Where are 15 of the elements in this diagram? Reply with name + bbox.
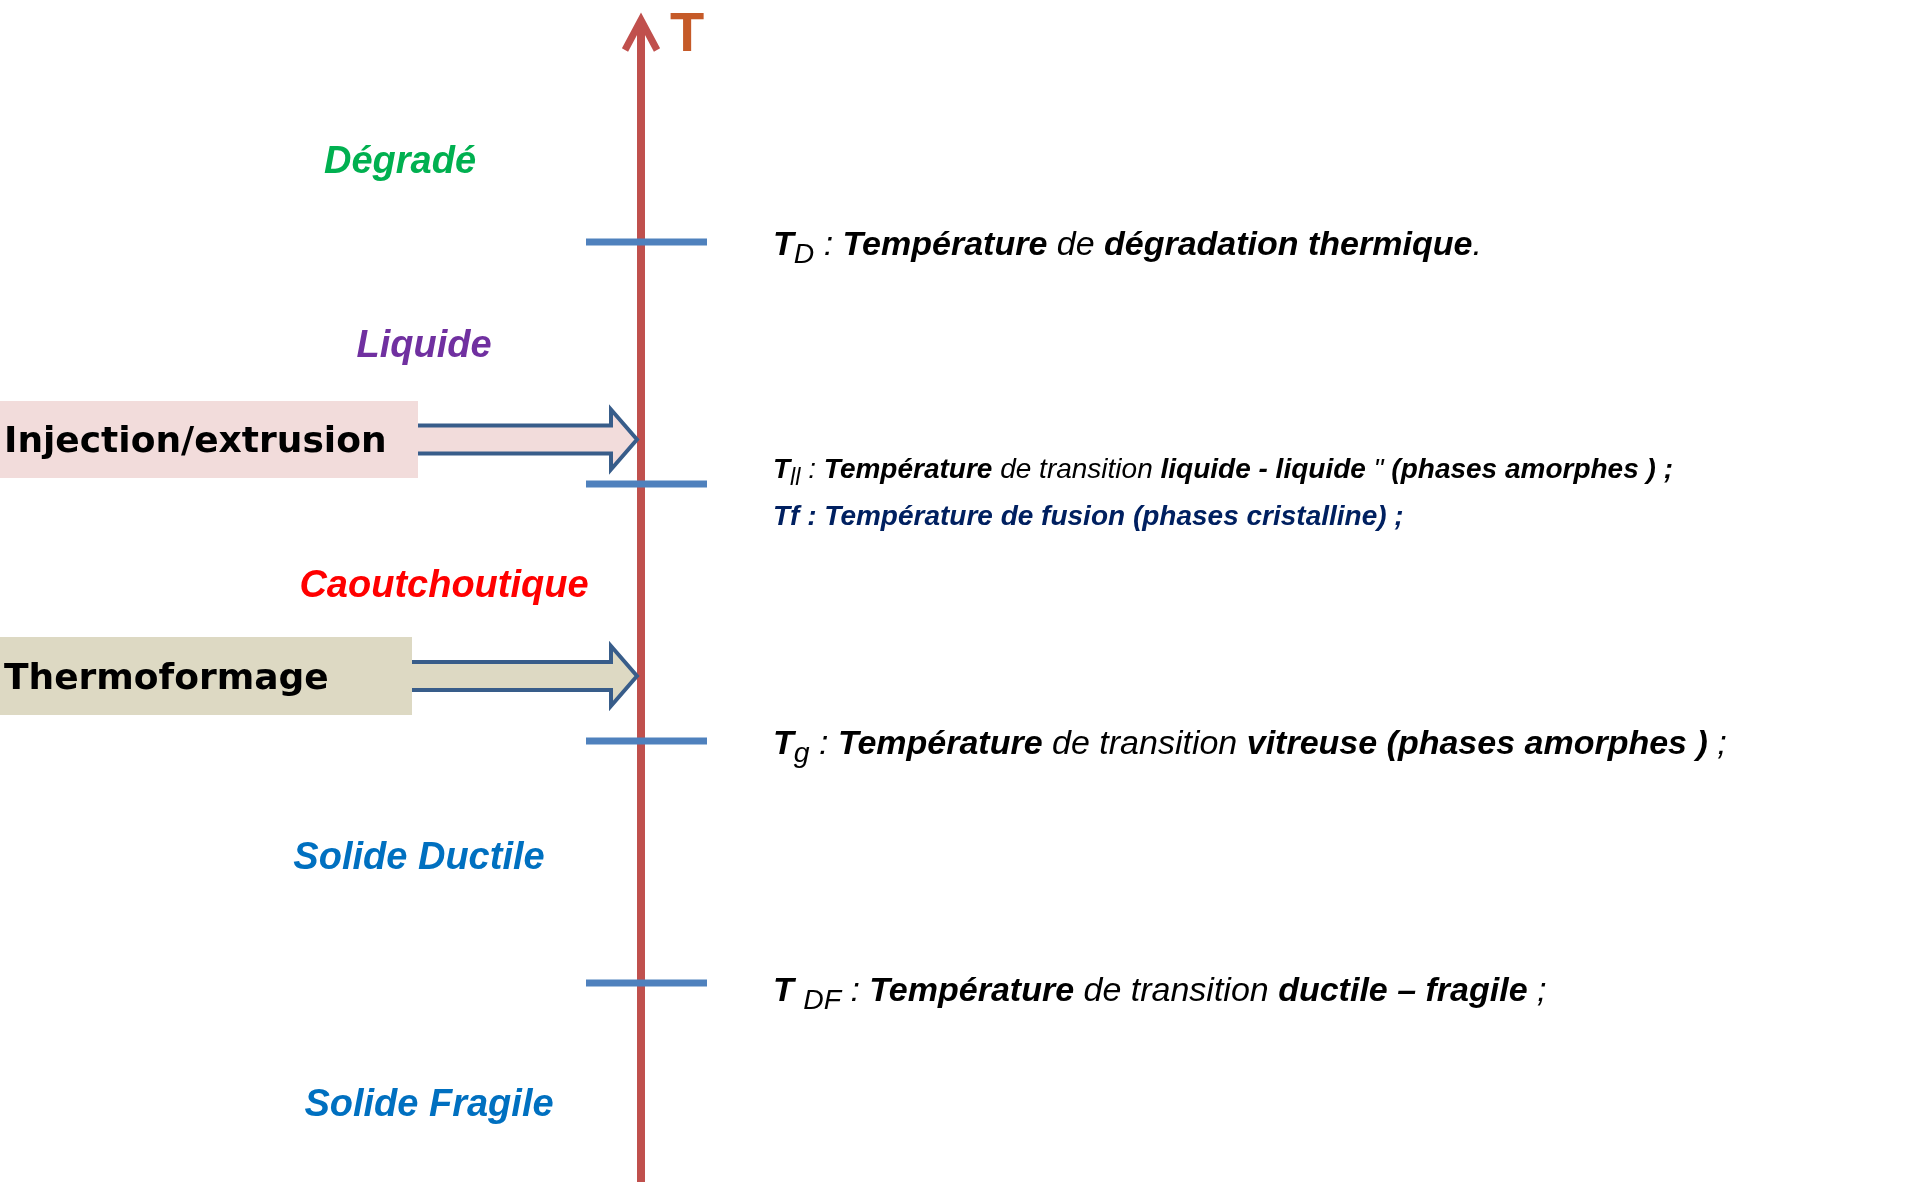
process-box: Injection/extrusion (0, 401, 418, 478)
process-box: Thermoformage (0, 637, 412, 715)
phase-label: Caoutchoutique (299, 562, 589, 606)
phase-label: Dégradé (323, 138, 477, 182)
definition-text: T$_{g}$ : Température de transition vitreuse (phases amorphes ) ; (773, 723, 1727, 769)
definition-text: Tf : Température de fusion (phases cristalline) ; (773, 500, 1404, 532)
definition-text: T $_{DF}$ : Température de transition ductile – fragile ; (773, 970, 1547, 1016)
definition-text: T$_{D}$ : Température de dégradation thermique. (773, 224, 1482, 270)
definition-text: T$_{ll}$ : Température de transition liquide - liquide " (phases amorphes ) ; (773, 453, 1673, 491)
phase-label: Solide Ductile (293, 834, 545, 878)
block-arrow (416, 404, 640, 475)
axis-label: T (670, 4, 705, 60)
block-arrow (410, 640, 640, 712)
phase-label: Solide Fragile (304, 1081, 554, 1125)
phase-label: Liquide (356, 322, 492, 366)
